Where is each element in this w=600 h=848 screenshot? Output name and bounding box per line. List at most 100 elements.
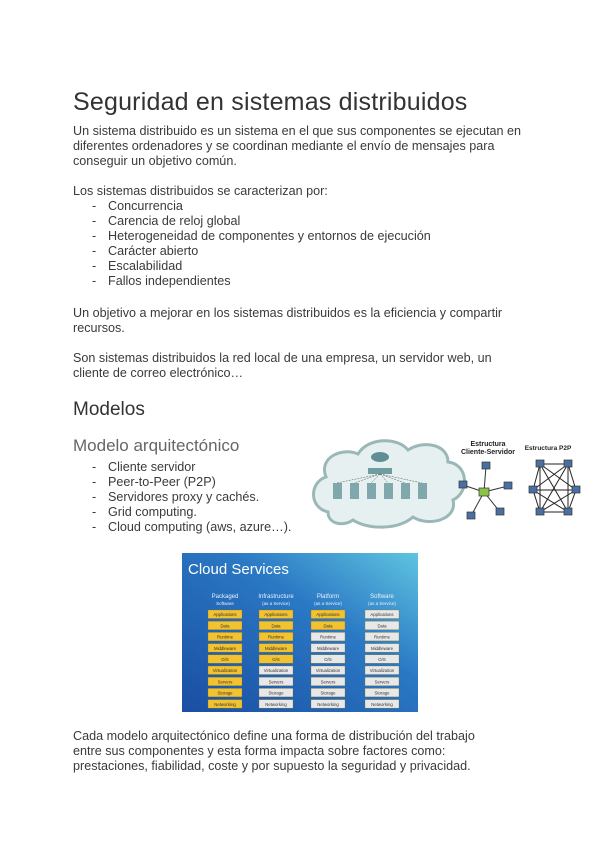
- layer-box: [258, 621, 294, 630]
- layer-box: [364, 677, 400, 686]
- layer-label: Runtime: [217, 635, 234, 640]
- layer-label: Storage: [320, 691, 336, 696]
- characteristics-list: Concurrencia Carencia de reloj global He…: [92, 199, 431, 289]
- layer-box: [207, 688, 243, 698]
- layer-box: [258, 609, 294, 619]
- layer-box: [258, 677, 294, 686]
- layer-label: Virtualization: [316, 668, 341, 673]
- layer-label: Storage: [217, 691, 233, 696]
- text-line: prestaciones, fiabilidad, coste y por su…: [73, 759, 471, 773]
- client-server-label: Estructura: [470, 441, 505, 448]
- column-header: Software: [370, 594, 394, 600]
- layer-label: Networking: [265, 702, 287, 707]
- cloud-title: Cloud Services: [188, 561, 289, 578]
- cloud-network-image: [312, 439, 466, 529]
- layer-label: Servers: [218, 679, 233, 684]
- column-header: (as a Service): [368, 601, 396, 606]
- layer-label: Applications: [370, 612, 393, 617]
- p2p-diagram: Estructura P2P: [525, 445, 581, 516]
- layer-box: [310, 654, 346, 664]
- layer-box: [207, 632, 243, 642]
- layer-box: [258, 654, 294, 664]
- layer-box: [310, 677, 346, 686]
- page-title: Seguridad en sistemas distribuidos: [73, 88, 468, 116]
- layer-box: [207, 677, 243, 686]
- list-item: Fallos independientes: [92, 274, 431, 289]
- column-header: Software: [216, 601, 234, 606]
- text-line: Son sistemas distribuidos la red local d…: [73, 351, 492, 365]
- intro-paragraph: Un sistema distribuido es un sistema en …: [73, 124, 543, 169]
- column-header: (as a Service): [262, 601, 290, 606]
- network-figure: Estructura Cliente-Servidor Estructura P…: [312, 439, 581, 529]
- layer-box: [310, 609, 346, 619]
- cloud-services-figure: Cloud Services PackagedSoftwareApplicati…: [182, 553, 418, 712]
- layer-label: Middleware: [214, 646, 237, 651]
- layer-label: O/S: [324, 657, 332, 662]
- layer-box: [310, 643, 346, 653]
- layer-label: Storage: [268, 691, 284, 696]
- list-item: Servidores proxy y cachés.: [92, 490, 291, 505]
- layer-box: [207, 665, 243, 675]
- layer-label: Virtualization: [213, 668, 238, 673]
- layer-label: Virtualization: [264, 668, 289, 673]
- layer-box: [364, 609, 400, 619]
- text-line: recursos.: [73, 321, 125, 335]
- client-server-diagram: Estructura Cliente-Servidor: [458, 441, 515, 520]
- layer-label: Middleware: [371, 646, 394, 651]
- layer-box: [207, 699, 243, 709]
- layer-label: O/S: [221, 657, 229, 662]
- column-header: (as a Service): [314, 601, 342, 606]
- layer-box: [364, 621, 400, 630]
- layer-label: Storage: [374, 691, 390, 696]
- column-header: Platform: [317, 594, 339, 600]
- layer-label: Middleware: [265, 646, 288, 651]
- list-item: Cliente servidor: [92, 460, 291, 475]
- layer-label: Data: [323, 623, 333, 628]
- list-item: Cloud computing (aws, azure…).: [92, 520, 291, 535]
- text-line: diferentes ordenadores y se coordinan me…: [73, 139, 495, 153]
- layer-label: Applications: [316, 612, 339, 617]
- conclusion-paragraph: Cada modelo arquitectónico define una fo…: [73, 729, 543, 774]
- layer-box: [310, 632, 346, 642]
- layer-box: [310, 699, 346, 709]
- list-item: Escalabilidad: [92, 259, 431, 274]
- layer-box: [310, 688, 346, 698]
- column-header: Packaged: [212, 594, 239, 600]
- list-item: Carencia de reloj global: [92, 214, 431, 229]
- arch-heading: Modelo arquitectónico: [73, 436, 240, 455]
- layer-label: Applications: [264, 612, 287, 617]
- layer-box: [364, 643, 400, 653]
- text-line: cliente de correo electrónico…: [73, 366, 244, 380]
- layer-label: Runtime: [374, 635, 391, 640]
- list-item: Heterogeneidad de componentes y entornos…: [92, 229, 431, 244]
- layer-label: Runtime: [268, 635, 285, 640]
- column-header: Infrastructure: [258, 594, 294, 600]
- text-line: conseguir un objetivo común.: [73, 154, 237, 168]
- p2p-label: Estructura P2P: [525, 445, 572, 452]
- layer-box: [258, 665, 294, 675]
- text-line: Un sistema distribuido es un sistema en …: [73, 124, 522, 138]
- layer-label: Runtime: [320, 635, 337, 640]
- layer-label: Servers: [375, 679, 390, 684]
- layer-label: Networking: [371, 702, 393, 707]
- layer-box: [364, 632, 400, 642]
- layer-box: [310, 621, 346, 630]
- examples-paragraph: Son sistemas distribuidos la red local d…: [73, 351, 543, 381]
- layer-box: [207, 609, 243, 619]
- layer-box: [207, 654, 243, 664]
- list-item: Grid computing.: [92, 505, 291, 520]
- characteristics-intro: Los sistemas distribuidos se caracteriza…: [73, 184, 328, 198]
- layer-box: [364, 665, 400, 675]
- layer-label: Servers: [269, 679, 284, 684]
- layer-label: Networking: [214, 702, 236, 707]
- layer-box: [207, 621, 243, 630]
- layer-box: [258, 699, 294, 709]
- text-line: Cada modelo arquitectónico define una fo…: [73, 729, 475, 743]
- client-server-label: Cliente-Servidor: [461, 449, 515, 456]
- layer-box: [258, 632, 294, 642]
- layer-label: Servers: [321, 679, 336, 684]
- layer-label: Virtualization: [370, 668, 395, 673]
- layer-box: [207, 643, 243, 653]
- text-line: Un objetivo a mejorar en los sistemas di…: [73, 306, 503, 320]
- list-item: Concurrencia: [92, 199, 431, 214]
